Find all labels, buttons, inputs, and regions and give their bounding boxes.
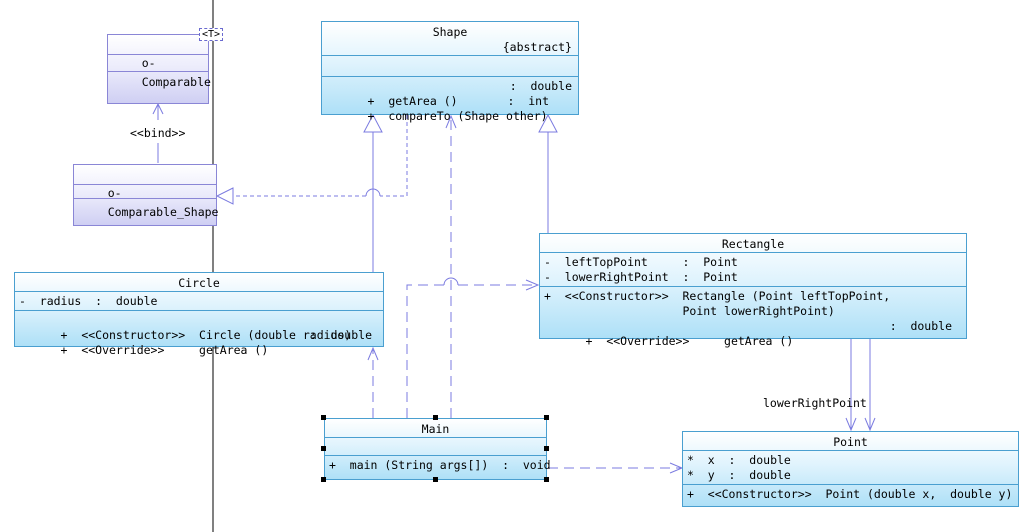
point-name: Point (833, 435, 868, 449)
resize-handle[interactable] (544, 446, 549, 451)
rectangle-attributes: - leftTopPoint : Point - lowerRightPoint… (540, 252, 966, 286)
rectangle-generalization (538, 113, 558, 233)
rectangle-operation: + <<Constructor>> Rectangle (Point leftT… (544, 289, 891, 303)
shape-operation: + getArea (): double (367, 79, 572, 108)
interface-lollipop-icon: o- (141, 56, 156, 70)
main-shape-dependency (445, 114, 457, 418)
rectangle-operations: + <<Constructor>> Rectangle (Point leftT… (540, 286, 966, 348)
circle-attributes: - radius : double (15, 291, 383, 310)
point-class[interactable]: Point * x : double * y : double + <<Cons… (682, 431, 1019, 507)
rectangle-operation: + <<Override>> getArea (): double (585, 319, 952, 348)
main-circle-dependency (367, 346, 379, 418)
point-operation: + <<Constructor>> Point (double x, doubl… (687, 487, 1013, 501)
resize-handle[interactable] (544, 477, 549, 482)
resize-handle[interactable] (544, 415, 549, 420)
comparable-interface[interactable]: o- Comparable (107, 34, 211, 104)
rectangle-class[interactable]: Rectangle - leftTopPoint : Point - lower… (539, 233, 967, 348)
resize-handle[interactable] (433, 477, 438, 482)
rectangle-point-associations (845, 339, 876, 432)
resize-handle[interactable] (433, 415, 438, 420)
association-role-label: lowerRightPoint (763, 396, 867, 410)
circle-operation: + <<Constructor>> Circle (double radius) (60, 328, 352, 342)
bind-label: <<bind>> (130, 126, 186, 140)
point-operations: + <<Constructor>> Point (double x, doubl… (683, 484, 1018, 502)
circle-name: Circle (178, 276, 220, 290)
realization-arrowhead (215, 187, 234, 205)
point-attribute: * x : double (687, 453, 791, 467)
shape-realization (233, 115, 408, 197)
comparable-operations (108, 71, 208, 103)
circle-operation: + <<Override>> getArea (): double (60, 328, 372, 357)
rectangle-attribute: - leftTopPoint : Point (544, 255, 738, 269)
comparable-shape-name: Comparable_Shape (107, 205, 219, 219)
main-class[interactable]: Main + main (String args[]) : void (324, 418, 551, 480)
interface-lollipop-icon: o- (107, 186, 122, 200)
type-parameter: <T> (199, 28, 224, 41)
circle-operations: + <<Constructor>> Circle (double radius)… (15, 310, 383, 357)
rectangle-attribute: - lowerRightPoint : Point (544, 270, 738, 284)
main-name: Main (421, 422, 450, 436)
shape-modifier: {abstract} (502, 40, 572, 54)
point-attribute: * y : double (687, 468, 791, 482)
bind-dependency (152, 102, 164, 163)
circle-attribute: - radius : double (19, 294, 158, 308)
resize-handle[interactable] (321, 477, 326, 482)
shape-operations: + getArea (): double + compareTo (Shape … (322, 76, 578, 123)
comparable-attributes (108, 54, 208, 71)
point-attributes: * x : double * y : double (683, 450, 1018, 484)
rectangle-name: Rectangle (721, 237, 785, 251)
circle-generalization (363, 113, 383, 272)
main-attributes (325, 437, 546, 455)
comparable-shape-operations (74, 198, 216, 225)
comparable-shape-attributes (74, 184, 216, 198)
resize-handle[interactable] (321, 446, 326, 451)
main-rectangle-dependency (406, 277, 540, 418)
shape-operation: + compareTo (Shape other): int (367, 94, 549, 123)
main-operations: + main (String args[]) : void (325, 455, 551, 473)
rectangle-operation: Point lowerRightPoint) (544, 304, 835, 318)
main-operation: + main (String args[]) : void (329, 458, 551, 472)
shape-attributes (322, 55, 578, 76)
resize-handle[interactable] (321, 415, 326, 420)
main-point-dependency (548, 462, 684, 474)
shape-class[interactable]: Shape {abstract} + getArea (): double + … (321, 21, 579, 123)
comparable-name: Comparable (141, 75, 211, 89)
shape-name: Shape (432, 25, 468, 39)
comparable-shape-interface[interactable]: o- Comparable_Shape (73, 164, 219, 226)
circle-class[interactable]: Circle - radius : double + <<Constructor… (14, 272, 384, 357)
